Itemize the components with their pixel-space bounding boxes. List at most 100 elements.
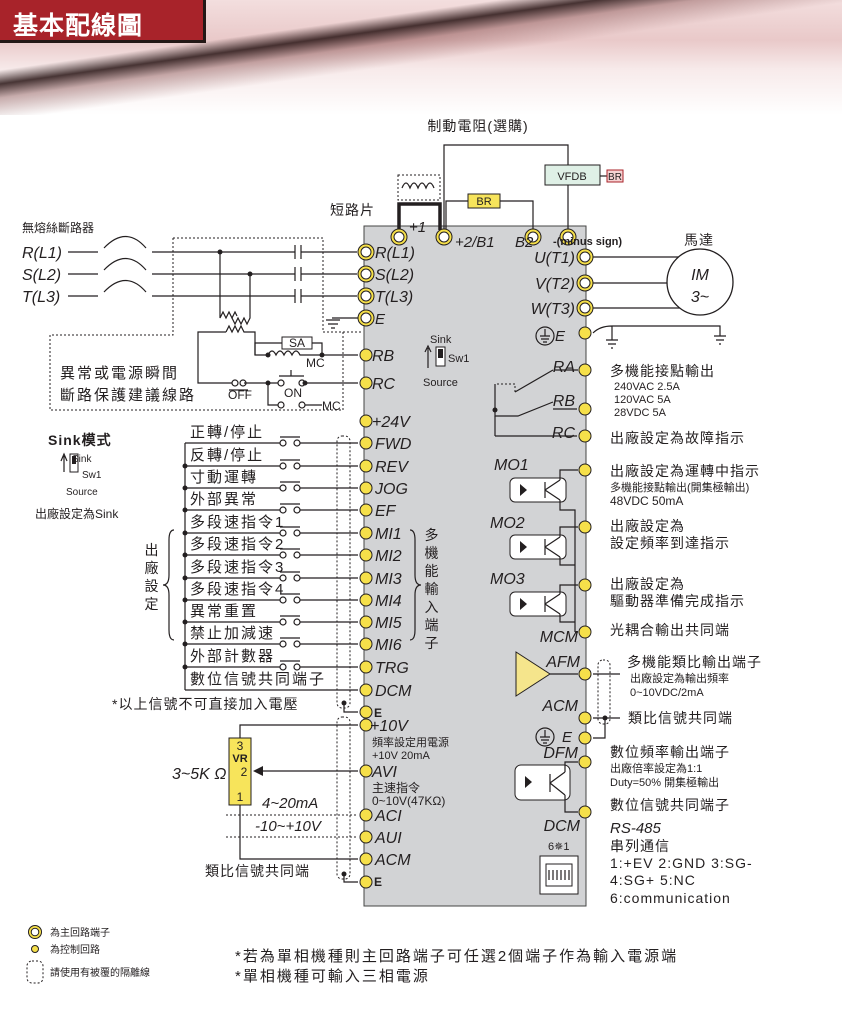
vr-pin-2: 2 (241, 765, 248, 779)
terminal-label-e: E (375, 311, 386, 328)
motor-im: IM (691, 267, 709, 284)
afm-output (515, 651, 620, 747)
on-label: ON (284, 386, 302, 400)
terminal-label-mo3: MO3 (490, 571, 525, 588)
terminal-mi3 (359, 571, 373, 585)
no-voltage-note: *以上信號不可直接加入電壓 (112, 696, 298, 712)
rs485-pin-arrow: 6✵1 (548, 841, 569, 853)
analog-common-label: 類比信號共同端 (205, 863, 310, 879)
terminal-rc (359, 376, 373, 390)
input-switch (182, 481, 358, 492)
terminal-acm-out (578, 711, 592, 725)
terminal-acm (359, 852, 373, 866)
legend-shield-cable: 請使用有被覆的隔離線 (50, 966, 150, 979)
vr-pin-3: 3 (237, 739, 244, 753)
input-s-l2: S(L2) (22, 267, 61, 284)
brake-wiring (397, 144, 624, 230)
terminal-label-aui: AUI (374, 830, 402, 847)
vr-label: VR (232, 753, 247, 765)
multi-input-label: 多機能輸入端子 (425, 527, 440, 651)
motor-label: 馬達 (684, 232, 714, 248)
input-label: 外部計數器 (190, 648, 275, 665)
terminal-rb (359, 348, 373, 362)
input-switch (182, 571, 358, 582)
mo1-sub: 多機能接點輸出(開集極輸出) (610, 480, 749, 494)
input-switch (185, 436, 358, 447)
brace-factory (162, 529, 175, 641)
ground-icon (535, 326, 555, 346)
footnote-2: *單相機種可輸入三相電源 (235, 968, 430, 985)
brace-multi-input (409, 529, 422, 641)
acm-out-desc: 類比信號共同端 (628, 710, 733, 726)
mo1-desc: 出廠設定為運轉中指示 (610, 463, 760, 479)
sw1-switch[interactable] (424, 344, 446, 368)
terminal-label-v-t2: V(T2) (535, 276, 575, 293)
terminal-rb-relay (578, 402, 592, 416)
terminal-mo3 (578, 578, 592, 592)
terminal-t-l3 (357, 287, 375, 305)
sw1-label: Sw1 (448, 353, 469, 365)
protection-outline (49, 237, 363, 411)
terminal-aui (359, 830, 373, 844)
input-switch (182, 593, 358, 604)
terminal-label-e-out: E (562, 729, 573, 746)
dcm-out-desc: 數位信號共同端子 (610, 797, 730, 813)
terminal-e-out (578, 731, 592, 745)
terminal-p24v (359, 414, 373, 428)
optocoupler-mo1 (509, 477, 567, 503)
legend-main-circuit: 為主回路端子 (50, 926, 110, 939)
relay-spec-1: 240VAC 2.5A (614, 381, 681, 393)
terminal-minus (559, 228, 577, 246)
terminal-label-plus2-b1: +2/B1 (455, 234, 495, 251)
terminal-label-10: TRG (375, 660, 409, 677)
optocoupler-mo2 (509, 534, 567, 560)
terminal-label-p10v: +10V (370, 718, 409, 735)
varistor-icon (219, 252, 238, 320)
terminal-dcm-out (578, 805, 592, 819)
legend (26, 925, 44, 984)
terminal-mi2 (359, 548, 373, 562)
input-label: 多段速指令3 (190, 559, 285, 576)
terminal-e (357, 309, 375, 327)
legend-control-circuit: 為控制回路 (50, 943, 100, 956)
terminal-label-s-l2: S(L2) (375, 267, 414, 284)
input-label: 外部異常 (190, 491, 258, 508)
terminal-label-6: MI3 (375, 571, 402, 588)
terminal-s-l2 (357, 265, 375, 283)
terminal-aci (359, 808, 373, 822)
terminal-label-e-dcm: E (374, 706, 382, 720)
motor-icon (666, 248, 734, 316)
br-small-resistor (606, 169, 624, 183)
terminal-label-e-acm: E (374, 875, 382, 889)
mo2-desc-2: 設定頻率到達指示 (610, 535, 730, 551)
terminal-label-9: MI6 (375, 637, 402, 654)
digital-input-wiring (60, 435, 422, 713)
protection-note-2: 斷路保護建議線路 (60, 386, 196, 404)
capacitor-icons (294, 245, 302, 303)
br-small-label: BR (608, 172, 622, 183)
terminal-label-2: JOG (374, 481, 408, 498)
relay-desc: 多機能接點輸出 (610, 363, 715, 379)
terminal-dfm (578, 755, 592, 769)
input-switch (182, 615, 358, 626)
terminals (357, 228, 594, 889)
afm-sub-1: 出廠設定為輸出頻率 (630, 671, 729, 685)
terminal-afm (578, 667, 592, 681)
avi-desc-1: 主速指令 (372, 780, 420, 795)
dc-reactor-outline (397, 174, 441, 201)
input-label: 多段速指令1 (190, 514, 285, 531)
dfm-sub-2: Duty=50% 開集極輸出 (610, 775, 719, 789)
terminal-label-w-t3: W(T3) (531, 301, 575, 318)
terminal-u-t1 (576, 248, 594, 266)
relay-fault-desc: 出廠設定為故障指示 (610, 430, 745, 446)
terminal-trg (359, 660, 373, 674)
input-t-l3: T(L3) (22, 289, 60, 306)
terminal-label-afm: AFM (545, 654, 580, 671)
ground-icon (326, 317, 358, 329)
terminal-label-3: EF (375, 503, 397, 520)
terminal-v-t2 (576, 274, 594, 292)
terminal-label-minus: -(minus sign) (553, 236, 622, 248)
sw1-source-label: Source (423, 377, 458, 389)
rs485-pins-1: 1:+EV 2:GND 3:SG- (610, 855, 753, 871)
optocoupler-outputs (509, 469, 578, 633)
